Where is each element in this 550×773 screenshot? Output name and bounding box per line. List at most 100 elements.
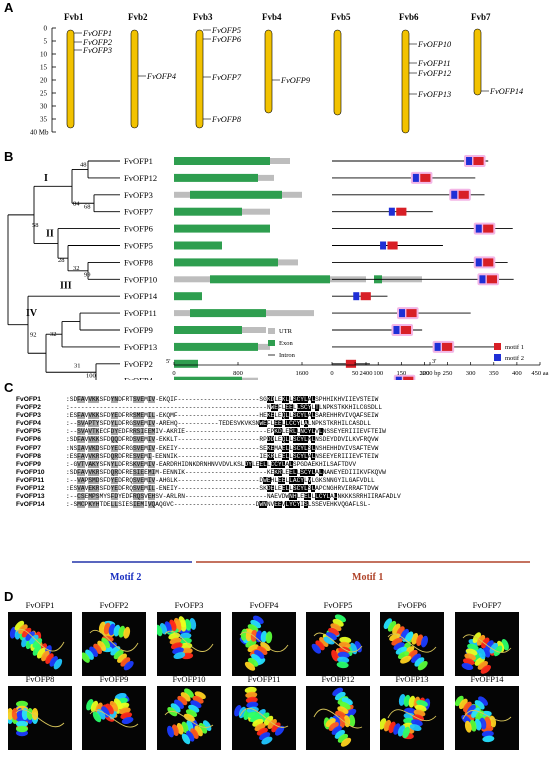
panel-letter-c: C: [4, 380, 14, 395]
structure-row-fvofp2: [174, 359, 198, 368]
structure-label: FvOFP5: [323, 600, 353, 610]
structure-row-fvofp3: [174, 190, 302, 199]
motif1-box: [345, 359, 357, 368]
chromosome-label: Fvb7: [471, 12, 491, 22]
gene-name-fvofp9: FvOFP9: [124, 325, 153, 335]
gene-name-fvofp1: FvOFP1: [124, 156, 153, 166]
structure-row-fvofp4: [174, 376, 258, 380]
bootstrap-value: 68: [84, 204, 91, 211]
bootstrap-value: 28: [58, 257, 65, 264]
chromosome-label: Fvb4: [262, 12, 282, 22]
protein-structure-image: [6, 686, 72, 750]
motif-row-fvofp6: [332, 222, 513, 235]
structure-row-fvofp12: [174, 173, 274, 182]
exon-block: [174, 292, 202, 301]
exon-block: [174, 173, 258, 182]
bootstrap-value: 92: [30, 332, 37, 339]
protein-structure-image: [8, 612, 72, 676]
axis-tick-label: 20: [40, 77, 48, 85]
gene-name-fvofp2: FvOFP2: [124, 359, 153, 369]
exon-block: [174, 224, 270, 233]
axis-tick-label: 35: [40, 116, 48, 124]
motif-row-fvofp14: [332, 292, 388, 301]
motif1-box: [483, 258, 494, 267]
legend-exon-swatch: [268, 340, 275, 346]
gene-name-fvofp13: FvOFP13: [124, 342, 157, 352]
motif1-box: [400, 326, 412, 334]
motif-row-fvofp1: [332, 155, 489, 167]
chromosome-bar: [264, 29, 273, 114]
exon-block: [174, 258, 278, 267]
motif1-label: Motif 1: [352, 572, 383, 583]
structure-label: FvOFP13: [395, 674, 429, 684]
three-prime-label: 3': [432, 358, 436, 365]
alignment-seq-name: FvOFP13: [16, 493, 45, 501]
bootstrap-value: 32: [50, 331, 57, 338]
motif2-box: [395, 376, 402, 380]
alignment-row: FvOFP7:NSIAVVKDSFDYEDFRGSVEMIV-EKEIY----…: [16, 444, 540, 453]
alignment-sequence: :---------------------------------------…: [66, 404, 383, 412]
motif1-box: [396, 207, 407, 216]
motif2-box: [412, 173, 419, 182]
gene-label-fvofp11: FvOFP11: [417, 59, 451, 68]
bootstrap-value: 31: [74, 362, 81, 369]
motif-axis-label: 100: [373, 370, 383, 377]
alignment-seq-name: FvOFP14: [16, 501, 45, 509]
bootstrap-value: 84: [73, 200, 80, 207]
utr-block: [258, 343, 270, 350]
bootstrap-value: 100: [86, 373, 96, 380]
chromosome-bar: [401, 29, 410, 134]
axis-tick-label: 5: [44, 38, 48, 46]
exon-block: [174, 359, 198, 368]
alignment-row: FvOFP5:--SVAVTKECFDYEDFRRSIEEMIV-AKRIE--…: [16, 428, 540, 436]
motif-axis-label: 200: [420, 370, 430, 377]
chromosome-bar: [473, 28, 482, 96]
motif2-box: [451, 190, 458, 199]
bootstrap-value: 99: [84, 271, 91, 278]
motif-axis-label: 450 aa: [531, 370, 548, 377]
structure-row-fvofp5: [174, 241, 222, 250]
structure-label: FvOFP8: [25, 674, 55, 684]
structure-label: FvOFP9: [99, 674, 129, 684]
alignment-sequence: :-GVTVAKYSFNYLDFRSKVEMIV-EARDRHIDNKDRNHN…: [66, 460, 357, 468]
motif1-box: [442, 342, 453, 351]
axis-tick-label: 10: [40, 51, 48, 59]
motif1-box: [458, 190, 469, 199]
motif-row-fvofp12: [332, 171, 476, 184]
structure-label: FvOFP4: [249, 600, 279, 610]
gene-label-fvofp12: FvOFP12: [417, 69, 451, 78]
utr-block: [174, 310, 190, 317]
utr-block: [242, 327, 266, 333]
gene-name-fvofp14: FvOFP14: [124, 291, 158, 301]
utr-block: [266, 310, 314, 317]
alignment-sequence: :SDFAVVKRSFDQRDFRESIEEMIM-EENNIK--------…: [66, 468, 386, 476]
legend-motif2-swatch: [494, 354, 501, 361]
alignment-sequence: :ESFAVVKKSFDYEDFRRSMEMIL-EKQMF----------…: [66, 412, 379, 420]
motif2-box: [475, 258, 482, 267]
motif1-box: [406, 309, 417, 318]
structure-axis-label: 800: [233, 370, 243, 377]
motif-axis-label: 300: [466, 370, 476, 377]
alignment-seq-name: FvOFP2: [16, 404, 41, 412]
clade-label: IV: [26, 308, 38, 319]
alignment-row: FvOFP8:ESFAVVKRSFDQRDFRESVEMI-EENNIK----…: [16, 452, 540, 461]
axis-tick-label: 30: [40, 103, 48, 111]
exon-block: [174, 241, 222, 250]
alignment-row: FvOFP6:SDFAVVKKSFDQQDFRDSVEMIV-EKKLT----…: [16, 436, 540, 444]
motif-brackets: Motif 2 Motif 1: [72, 561, 530, 583]
gene-name-fvofp5: FvOFP5: [124, 241, 153, 251]
motif-axis-label: 250: [443, 370, 453, 377]
gene-name-fvofp12: FvOFP12: [124, 173, 157, 183]
alignment-row: FvOFP13:--CSEMPSMYSFDYEDFRQSVEHSV-ARLRN-…: [16, 493, 540, 501]
bootstrap-value: 32: [73, 265, 80, 272]
motif2-box: [388, 207, 395, 216]
gene-label-fvofp4: FvOFP4: [146, 72, 176, 81]
alignment-row: FvOFP14:-SMCPKYHTDELLSIESIEMIVQAQGVC----…: [16, 501, 540, 509]
bootstrap-value: 58: [32, 222, 39, 229]
alignment-row: FvOFP4:--SVAPTYSFDYLDFRGSVEMIV-AREHQ----…: [16, 420, 540, 428]
legend-intron-label: Intron: [279, 352, 296, 359]
